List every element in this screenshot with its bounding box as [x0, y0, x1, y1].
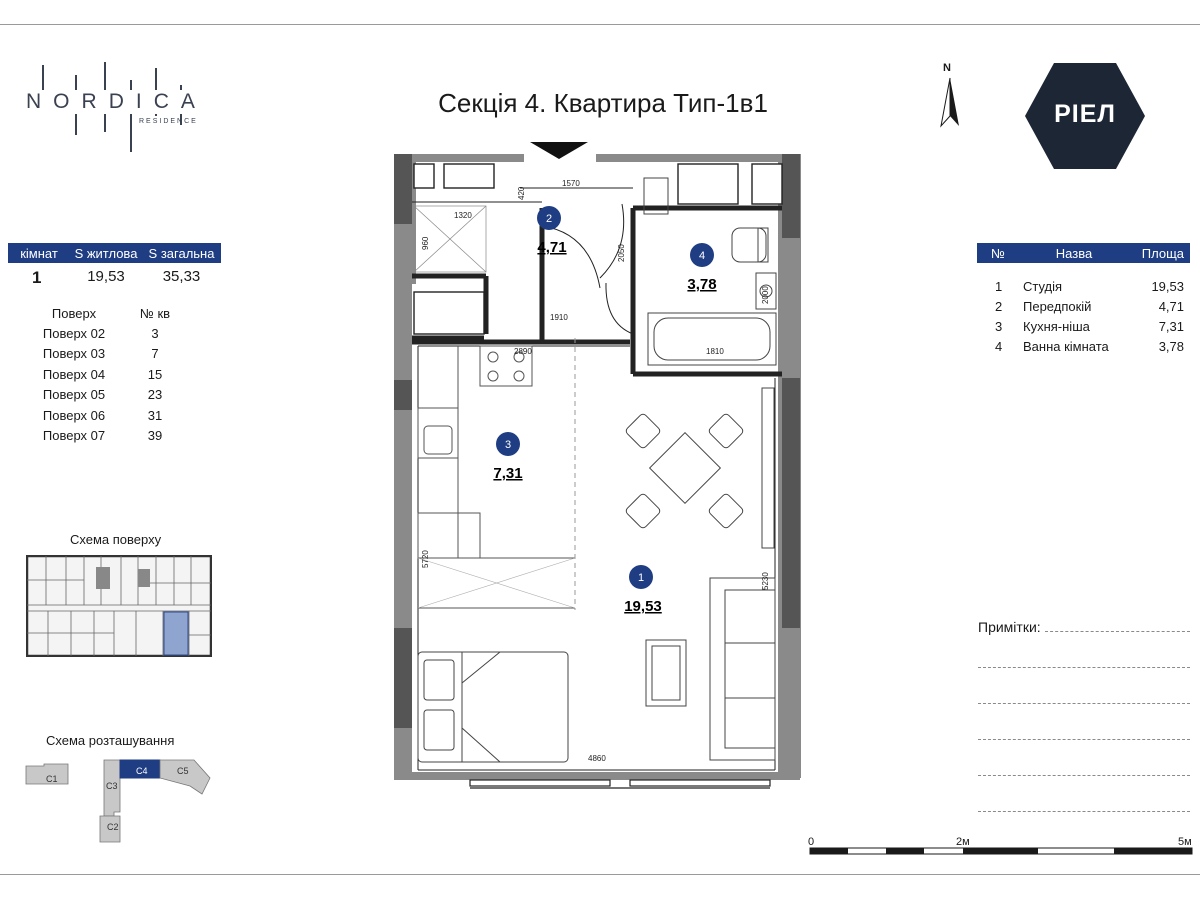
room-table-row: 2 Передпокій 4,71: [995, 298, 1184, 314]
dimension-label: 2000: [761, 286, 770, 304]
dimension-label: 2050: [617, 244, 626, 262]
apartment-info-header: кімнат S житлова S загальна: [8, 243, 221, 263]
scale-label-0: 0: [808, 836, 815, 848]
entrance-arrow-icon: [530, 142, 588, 159]
bottom-border-line: [0, 874, 1200, 875]
notes-line: [978, 667, 1190, 668]
svg-text:7,31: 7,31: [493, 465, 522, 482]
living-area-value: 19,53: [87, 268, 125, 285]
rooms-count: 1: [32, 268, 42, 287]
scale-label-5m: 5м: [1178, 836, 1192, 848]
north-arrow-icon: [940, 77, 959, 128]
room-marker-4: 4 3,78: [687, 243, 717, 293]
logo-letter: A: [180, 90, 195, 114]
scale-bar: [809, 847, 1193, 855]
north-label: N: [943, 62, 951, 74]
dimension-label: 420: [517, 186, 526, 200]
logo-bar: [42, 65, 44, 105]
room-table-header: № Назва Площа: [977, 243, 1190, 263]
logo-letter: N: [26, 90, 54, 114]
svg-text:3: 3: [505, 439, 511, 451]
room-table-row: 3 Кухня-ніша 7,31: [995, 318, 1184, 334]
scale-label-2m: 2м: [956, 836, 970, 848]
logo-letter: D: [108, 90, 136, 114]
dimension-label: 1320: [454, 211, 472, 220]
dimension-label: 4860: [588, 754, 606, 763]
riel-logo-text: РІЕЛ: [1054, 100, 1116, 128]
svg-text:4: 4: [699, 250, 705, 262]
logo-wordmark: N O R D I C A: [26, 90, 195, 114]
floor-scheme-title: Схема поверху: [70, 532, 162, 547]
section-label-c2: C2: [107, 822, 119, 832]
logo-letter: O: [53, 90, 82, 114]
room-marker-2: 2 4,71: [537, 206, 567, 256]
notes-line: [978, 739, 1190, 740]
section-label-c3: C3: [106, 781, 118, 791]
notes-line: [978, 811, 1190, 812]
logo-bar: [130, 80, 132, 152]
dimension-label: 960: [421, 236, 430, 250]
header-living-area: S житлова: [74, 245, 138, 261]
room-table-row: 4 Ванна кімната 3,78: [995, 338, 1184, 354]
room-table-row: 1 Студія 19,53: [995, 278, 1184, 294]
svg-text:19,53: 19,53: [624, 598, 662, 615]
notes-label: Примітки:: [978, 619, 1041, 635]
room-marker-1: 1 19,53: [624, 565, 662, 615]
svg-text:4,71: 4,71: [537, 239, 566, 256]
svg-text:3,78: 3,78: [687, 276, 716, 293]
logo-letter: R: [81, 90, 109, 114]
dimension-label: 2890: [514, 347, 532, 356]
notes-line: [1045, 631, 1190, 632]
header-total-area: S загальна: [148, 245, 215, 261]
svg-text:1: 1: [638, 572, 644, 584]
floor-list-header: Поверх № кв: [51, 305, 171, 321]
page-title: Секція 4. Квартира Тип-1в1: [438, 88, 768, 118]
logo-letter: C: [153, 90, 181, 114]
apartment-floor-plan: 1570 420 1320 960 2050 2000 1910 2890 18…: [394, 142, 801, 789]
logo-subtitle: RESIDENCE: [139, 118, 198, 125]
location-scheme-image: [25, 759, 211, 843]
notes-line: [978, 775, 1190, 776]
dimension-label: 5230: [761, 572, 770, 590]
logo-letter: I: [135, 90, 154, 114]
location-scheme-title: Схема розташування: [46, 733, 175, 748]
section-label-c1: C1: [46, 774, 58, 784]
dimension-label: 1570: [562, 179, 580, 188]
total-area-value: 35,33: [162, 268, 201, 285]
dimension-label: 1910: [550, 313, 568, 322]
svg-text:2: 2: [546, 213, 552, 225]
floor-scheme-image: [26, 555, 212, 657]
section-label-c4: C4: [136, 766, 148, 776]
top-border-line: [0, 24, 1200, 25]
section-label-c5: C5: [177, 766, 189, 776]
dimension-label: 1810: [706, 347, 724, 356]
room-marker-3: 3 7,31: [493, 432, 523, 482]
riel-logo-icon: [1025, 63, 1145, 169]
notes-line: [978, 703, 1190, 704]
dimension-label: 5720: [421, 550, 430, 568]
header-rooms: кімнат: [20, 245, 58, 261]
apartment-info-values: 1 19,53 35,33: [8, 268, 221, 288]
